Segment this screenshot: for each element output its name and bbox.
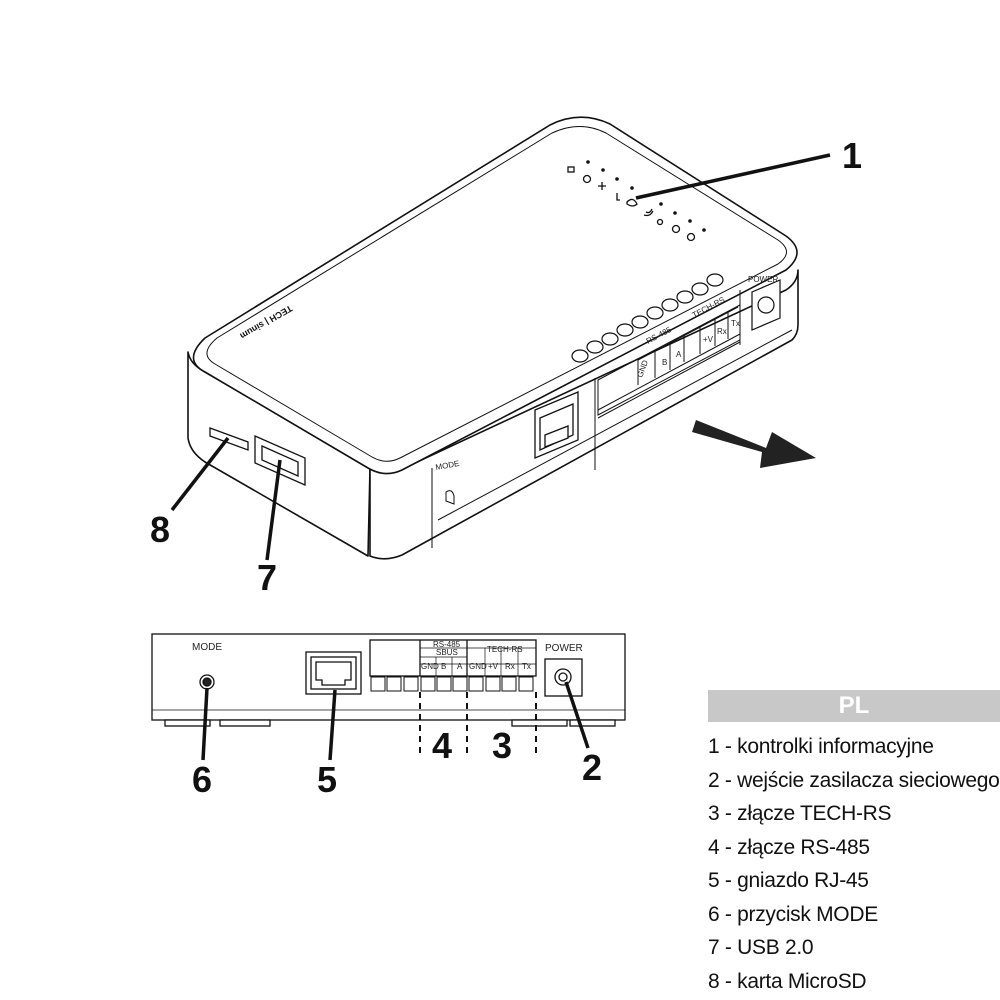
legend-item: 5 - gniazdo RJ-45 xyxy=(708,869,869,892)
front-leader-lines xyxy=(201,681,590,761)
direction-arrow xyxy=(692,420,816,468)
callout-1: 1 xyxy=(842,135,862,176)
svg-text:A: A xyxy=(676,350,682,359)
iso-leader-lines xyxy=(170,153,831,561)
svg-text:GND: GND xyxy=(421,662,439,671)
svg-text:A: A xyxy=(457,662,463,671)
svg-text:+V: +V xyxy=(488,662,499,671)
svg-text:GND: GND xyxy=(469,662,487,671)
svg-text:RS-485: RS-485 xyxy=(433,640,461,649)
legend-item: 7 - USB 2.0 xyxy=(708,936,814,959)
callout-3: 3 xyxy=(492,725,512,766)
svg-text:Tx: Tx xyxy=(522,662,531,671)
iso-mode-button xyxy=(445,490,455,505)
top-face xyxy=(192,116,798,475)
legend-item: 3 - złącze TECH-RS xyxy=(708,802,892,825)
isometric-device xyxy=(187,116,799,560)
callout-7: 7 xyxy=(257,557,277,598)
legend-item: 6 - przycisk MODE xyxy=(708,902,878,926)
svg-text:Rx: Rx xyxy=(717,327,727,336)
legend-header: PL xyxy=(708,690,1000,722)
iso-rj45-port xyxy=(534,391,579,459)
callout-2: 2 xyxy=(582,747,602,788)
svg-text:POWER: POWER xyxy=(748,275,778,284)
iso-connector-block xyxy=(597,304,741,419)
callout-4: 4 xyxy=(432,725,452,766)
svg-text:B: B xyxy=(441,662,446,671)
svg-text:MODE: MODE xyxy=(192,642,222,653)
svg-text:B: B xyxy=(662,358,667,367)
svg-text:POWER: POWER xyxy=(545,643,583,654)
status-leds xyxy=(567,160,706,242)
svg-text:Rx: Rx xyxy=(505,662,515,671)
top-button-row xyxy=(571,273,724,363)
legend-item: 8 - karta MicroSD xyxy=(708,969,867,993)
legend-item: 1 - kontrolki informacyjne xyxy=(708,735,934,758)
legend-item: 2 - wejście zasilacza sieciowego xyxy=(708,768,1000,792)
callout-5: 5 xyxy=(317,759,337,800)
svg-text:MODE: MODE xyxy=(435,459,460,472)
svg-text:TECH-RS: TECH-RS xyxy=(487,645,523,654)
iso-power-jack xyxy=(751,279,781,331)
legend-item: 4 - złącze RS-485 xyxy=(708,835,870,859)
callout-6: 6 xyxy=(192,759,212,800)
svg-text:+V: +V xyxy=(703,335,714,344)
front-terminals xyxy=(370,676,534,692)
legend: PL 1 - kontrolki informacyjne 2 - wejści… xyxy=(708,690,1000,998)
svg-text:SBUS: SBUS xyxy=(436,648,458,657)
svg-text:Tx: Tx xyxy=(731,319,740,328)
callout-8: 8 xyxy=(150,509,170,550)
